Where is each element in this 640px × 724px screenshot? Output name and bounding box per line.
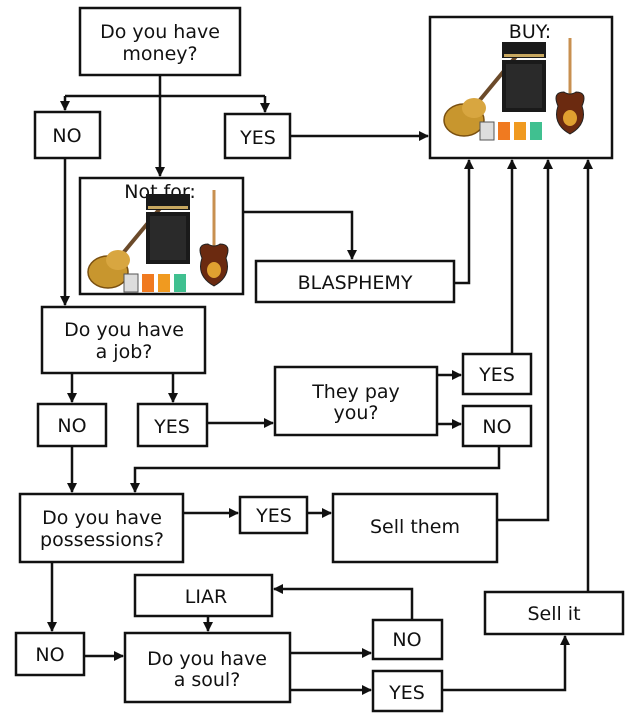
node-text: NO — [482, 416, 511, 438]
node-no1: NO — [33, 110, 102, 160]
node-text: possessions? — [40, 529, 164, 551]
node-no2: NO — [36, 402, 108, 448]
node-text: They pay — [311, 381, 400, 403]
connectors — [47, 75, 593, 695]
node-blasphemy: BLASPHEMY — [254, 259, 456, 304]
node-sell-it: Sell it — [483, 590, 625, 636]
node-text: Sell them — [370, 516, 460, 538]
node-text: BUY: — [509, 21, 551, 43]
node-yes3: YES — [461, 352, 533, 396]
node-text: Do you have — [147, 648, 267, 670]
node-text: YES — [239, 127, 276, 149]
node-yes6: YES — [371, 669, 444, 713]
node-yes1: YES — [223, 112, 292, 160]
node-text: NO — [52, 125, 81, 147]
node-job: Do you have a job? — [40, 305, 207, 375]
node-no5: NO — [14, 631, 86, 677]
node-text: Sell it — [527, 603, 580, 625]
node-text: LIAR — [185, 586, 227, 608]
node-yes4: YES — [238, 495, 309, 535]
node-text: Do you have — [42, 507, 162, 529]
node-sell-them: Sell them — [331, 492, 499, 564]
node-text: YES — [478, 364, 515, 386]
node-text: NO — [35, 644, 64, 666]
node-soul: Do you have a soul? — [123, 631, 292, 704]
node-text: Do you have — [64, 319, 184, 341]
node-text: money? — [122, 43, 197, 65]
node-money: Do you have money? — [78, 6, 242, 77]
node-liar: LIAR — [133, 573, 274, 618]
node-text: NO — [392, 629, 421, 651]
node-text: a soul? — [174, 669, 241, 691]
node-text: YES — [153, 416, 190, 438]
node-they-pay: They pay you? — [273, 365, 439, 437]
node-text: a job? — [96, 341, 153, 363]
node-buy: BUY: — [428, 15, 614, 160]
node-not-for: Not for: — [78, 176, 245, 296]
node-text: BLASPHEMY — [298, 272, 413, 294]
node-text: Do you have — [100, 21, 220, 43]
node-text: YES — [255, 505, 292, 527]
node-yes2: YES — [136, 402, 209, 448]
node-text: NO — [57, 415, 86, 437]
node-no6: NO — [371, 618, 444, 661]
node-no3: NO — [461, 404, 533, 448]
node-possessions: Do you have possessions? — [18, 492, 185, 564]
node-text: you? — [334, 402, 379, 424]
node-text: YES — [388, 682, 425, 704]
